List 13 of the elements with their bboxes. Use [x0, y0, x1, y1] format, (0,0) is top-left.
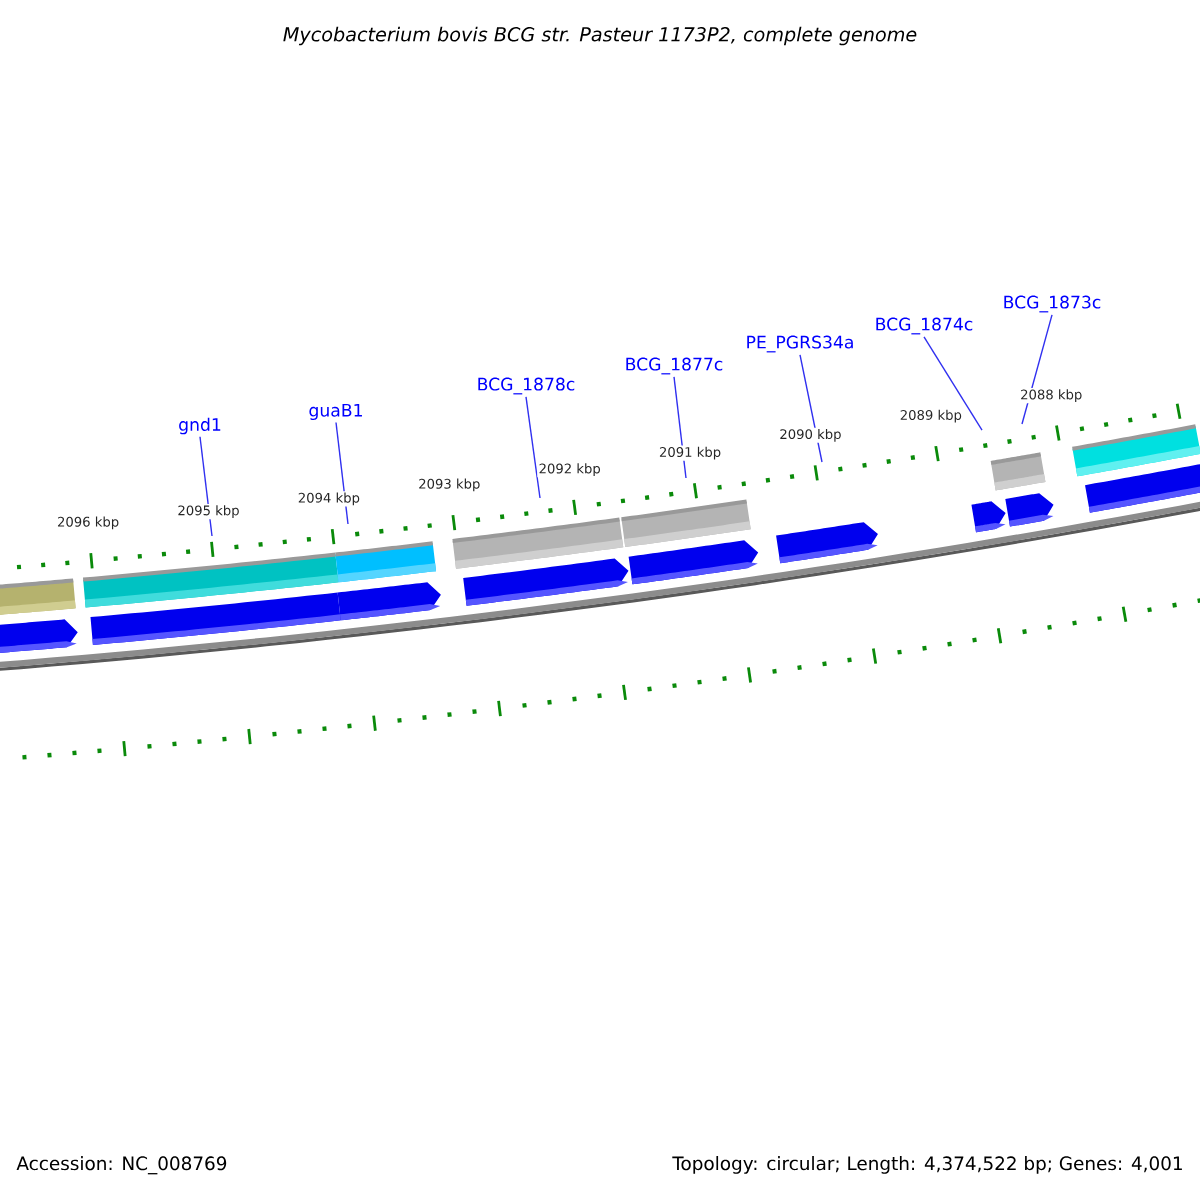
- gene-label: BCG_1874c: [876, 317, 973, 335]
- gene-label: guaB1: [309, 403, 362, 421]
- leader-line: [525, 396, 541, 499]
- genome-stats-text: Topology: circular; Length: 4,374,522 bp; Genes: 4,001: [672, 1156, 1182, 1174]
- gene-label: gnd1: [179, 417, 221, 435]
- gene-label: BCG_1878c: [478, 377, 575, 395]
- gene-label: BCG_1877c: [626, 357, 723, 375]
- gene-label: PE_PGRS34a: [747, 335, 853, 353]
- leader-line: [1021, 314, 1053, 425]
- title: Mycobacterium bovis BCG str. Pasteur 1173P2, complete genome: [283, 26, 917, 46]
- gene-label: BCG_1873c: [1004, 295, 1101, 313]
- accession-text: Accession: NC_008769: [16, 1156, 227, 1175]
- leader-line: [923, 336, 983, 431]
